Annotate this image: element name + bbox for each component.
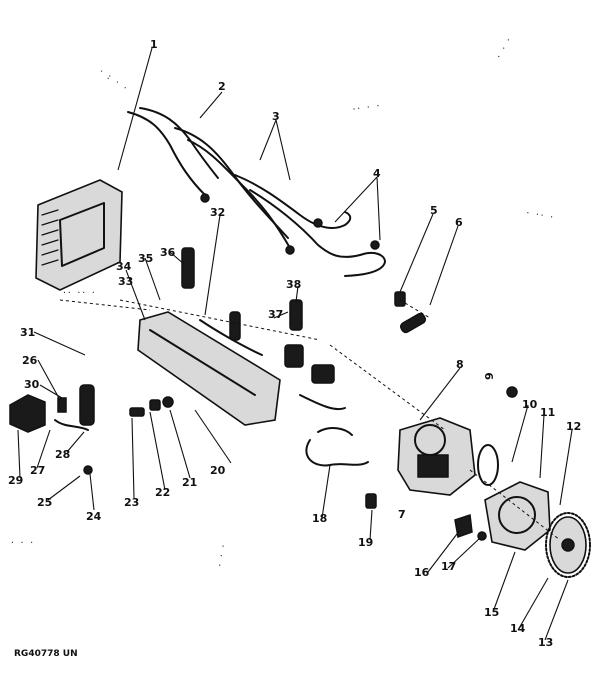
callout-1: 1 — [150, 38, 158, 51]
callout-24: 24 — [86, 510, 102, 523]
callout-26: 26 — [22, 354, 38, 367]
callout-15: 15 — [484, 606, 499, 619]
callout-36: 36 — [160, 246, 176, 259]
svg-text:·· · ·: ·· · · — [351, 101, 381, 114]
callout-2: 2 — [218, 80, 226, 93]
svg-text:· · ·: · · · — [215, 543, 228, 568]
callout-4: 4 — [373, 167, 381, 180]
callout-11: 11 — [540, 406, 555, 419]
callout-8: 8 — [456, 358, 464, 371]
callout-17: 17 — [441, 560, 456, 573]
callout-5: 5 — [430, 204, 438, 217]
callout-13: 13 — [538, 636, 553, 649]
callout-27: 27 — [30, 464, 45, 477]
callout-19: 19 — [358, 536, 373, 549]
callout-34: 34 — [116, 260, 132, 273]
callout-30: 30 — [24, 378, 40, 391]
callout-31: 31 — [20, 326, 35, 339]
callout-12: 12 — [566, 420, 581, 433]
callout-6: 6 — [455, 216, 463, 229]
callout-10: 10 — [522, 398, 538, 411]
callout-7: 7 — [398, 508, 406, 521]
callout-37: 37 — [268, 308, 283, 321]
reference-code: RG40778 UN — [14, 649, 78, 659]
callout-labels: 1 2 3 4 5 6 7 8 9 10 11 12 13 14 15 16 1… — [8, 38, 581, 649]
callout-18: 18 — [312, 512, 327, 525]
svg-text:· : · ·: · : · · — [97, 66, 130, 93]
callout-16: 16 — [414, 566, 430, 579]
svg-text:·· ·· ·: ·· ·· · — [62, 288, 96, 297]
callout-9: 9 — [483, 372, 496, 380]
callout-35: 35 — [138, 252, 153, 265]
callout-3: 3 — [272, 110, 280, 123]
callout-20: 20 — [210, 464, 226, 477]
injector-rail — [137, 247, 346, 426]
svg-text:· ·· ·: · ·· · — [525, 208, 555, 222]
lower-left-components — [9, 384, 95, 475]
svg-text:· · ·: · · · — [10, 538, 34, 547]
engine-control-unit — [35, 179, 123, 291]
callout-28: 28 — [55, 448, 70, 461]
callout-29: 29 — [8, 474, 23, 487]
callout-33: 33 — [118, 275, 133, 288]
pump-drive-gear — [545, 512, 591, 578]
callout-25: 25 — [37, 496, 52, 509]
callout-23: 23 — [124, 496, 139, 509]
callout-38: 38 — [286, 278, 301, 291]
callout-14: 14 — [510, 622, 526, 635]
return-line — [305, 427, 377, 509]
pump-seal-ring — [477, 444, 499, 486]
callout-22: 22 — [155, 486, 170, 499]
injection-lines — [127, 107, 386, 277]
fuel-injection-pump — [397, 417, 476, 496]
svg-text:· · ·: · · · — [494, 36, 514, 61]
callout-leaders — [17, 47, 573, 641]
assembly-lines — [59, 299, 561, 541]
pump-gear-housing — [484, 481, 551, 551]
callout-21: 21 — [182, 476, 197, 489]
callout-32: 32 — [210, 206, 225, 219]
